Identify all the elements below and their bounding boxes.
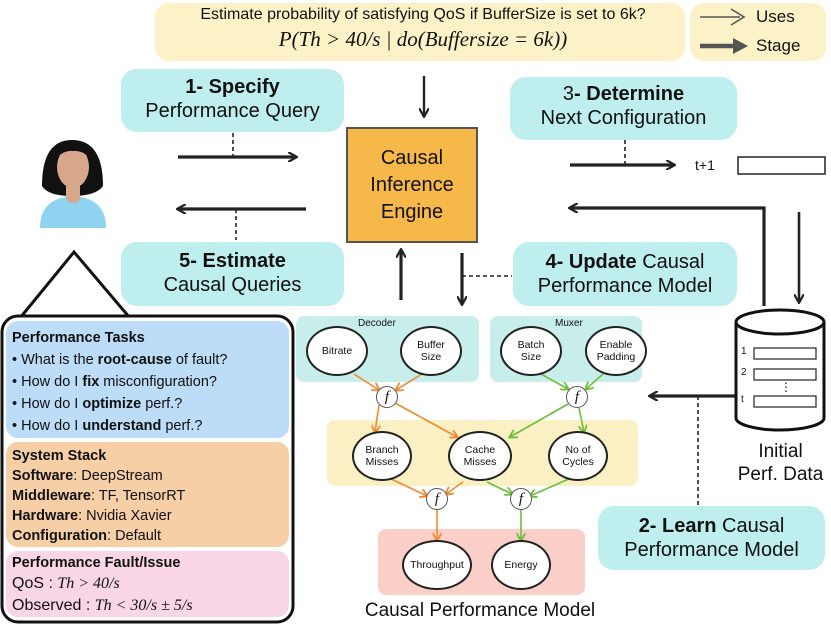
task-item: • How do I fix misconfiguration? [12, 374, 217, 390]
database-icon [734, 308, 826, 432]
stack-row: Hardware: Nvidia Xavier [12, 508, 172, 524]
stage-determine-title: - Determine [574, 83, 685, 105]
stage-determine: 3- Determine Next Configuration [510, 77, 737, 140]
legend-stage-arrow [700, 38, 748, 54]
legend-uses-arrow [700, 8, 746, 26]
stage-specify: 1- Specify Performance Query [121, 69, 344, 132]
fault-qos: QoS : Th > 40/s [12, 575, 120, 592]
stage-estimate-title: 5- Estimate [179, 250, 286, 272]
data-row-1-label: 1 [741, 346, 747, 357]
stack-row: Configuration: Default [12, 528, 162, 544]
query-question: Estimate probability of satisfying QoS i… [200, 6, 646, 23]
stage-determine-subtitle: Next Configuration [540, 107, 707, 130]
arrow-data-to-engine [570, 208, 766, 306]
model-edges [353, 373, 604, 540]
decoder-label: Decoder [358, 318, 396, 329]
stage-determine-number: 3 [562, 83, 575, 105]
data-row-2-label: 2 [741, 367, 747, 378]
data-row-t-label: t [741, 394, 744, 405]
user-avatar-icon [40, 140, 106, 228]
node-throughput: Throughput [402, 540, 472, 590]
initial-data-line-1: Initial [758, 441, 803, 462]
stack-row: Software: DeepStream [12, 468, 163, 484]
task-item: • How do I optimize perf.? [12, 396, 183, 412]
speech-bubble-tail [18, 249, 132, 319]
f-node-throughput: f [426, 488, 448, 510]
stage-estimate-subtitle: Causal Queries [163, 274, 302, 297]
tasks-title: Performance Tasks [12, 330, 145, 346]
model-caption: Causal Performance Model [364, 600, 596, 621]
stage-update-subtitle-2: Performance Model [537, 275, 713, 298]
node-energy: Energy [491, 540, 551, 590]
engine-line-1: Causal [380, 147, 444, 169]
stage-update-title: 4- Update [545, 251, 637, 273]
legend-uses-label: Uses [756, 7, 795, 26]
data-row-ellipsis: ⋮ [780, 380, 792, 394]
stack-row: Middleware: TF, TensorRT [12, 488, 186, 504]
next-config-box [737, 156, 826, 175]
legend-stage-label: Stage [756, 36, 801, 55]
stage-specify-title: 1- Specify [185, 76, 280, 98]
stage-update-subtitle-1: Causal [636, 251, 705, 273]
initial-data-label: Initial Perf. Data [730, 440, 831, 486]
f-node-muxer: f [566, 386, 588, 408]
tasks-panel: Performance Tasks • What is the root-cau… [6, 321, 289, 438]
query-box [155, 3, 685, 61]
task-item: • What is the root-cause of fault? [12, 352, 228, 368]
f-node-decoder: f [376, 386, 398, 408]
stack-title: System Stack [12, 448, 107, 464]
node-bitrate: Bitrate [306, 326, 368, 376]
next-config-label: t+1 [695, 157, 715, 173]
stack-panel: System Stack Software: DeepStream Middle… [6, 442, 289, 547]
initial-data-line-2: Perf. Data [737, 464, 824, 485]
fault-title: Performance Fault/Issue [12, 555, 181, 571]
f-node-energy: f [510, 488, 532, 510]
stage-learn-title: 2- Learn [638, 515, 717, 537]
query-formula: P(Th > 40/s | do(Buffersize = 6k)) [278, 27, 568, 51]
engine-line-2: Inference [370, 174, 454, 196]
fault-observed: Observed : Th < 30/s ± 5/s [12, 597, 193, 614]
inference-engine: Causal Inference Engine [346, 127, 478, 243]
fault-panel: Performance Fault/Issue QoS : Th > 40/s … [6, 551, 289, 617]
engine-line-3: Engine [380, 201, 444, 223]
task-item: • How do I understand perf.? [12, 418, 203, 434]
stage-learn: 2- Learn Causal Performance Model [598, 506, 825, 570]
stage-learn-subtitle-2: Performance Model [624, 539, 799, 562]
stage-update: 4- Update Causal Performance Model [513, 242, 737, 306]
stage-specify-subtitle: Performance Query [145, 100, 320, 123]
stage-learn-subtitle-1: Causal [716, 515, 785, 537]
muxer-label: Muxer [555, 318, 583, 329]
stage-estimate: 5- Estimate Causal Queries [121, 242, 344, 306]
